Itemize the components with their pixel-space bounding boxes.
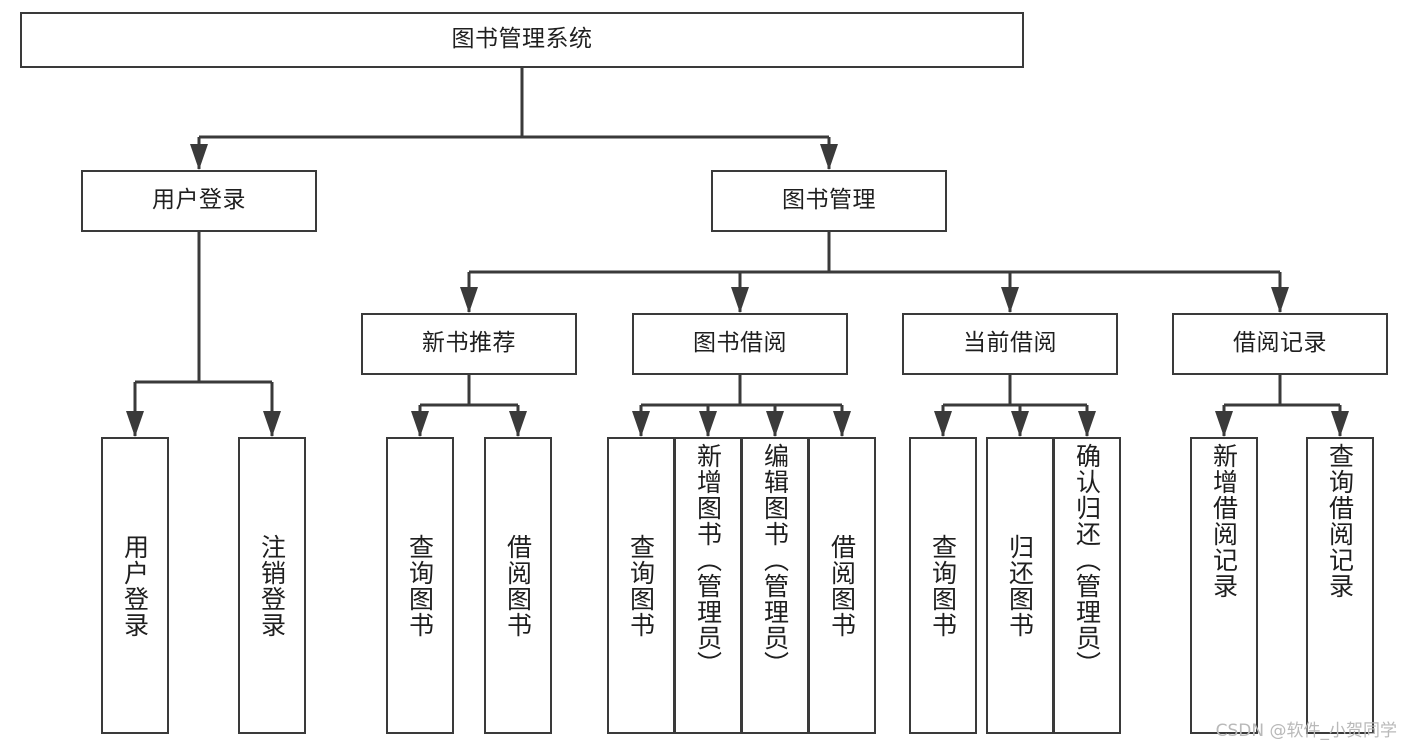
connector-borrow-record-arrowhead-1 [1331,411,1349,437]
node-label-new-book-rec: 新书推荐 [422,330,516,357]
node-current-borrow: 当前借阅 [902,313,1118,375]
node-leaf-borrow-edit: 编辑图书（管理员） [741,437,809,734]
node-label-root: 图书管理系统 [451,26,593,53]
connector-book-manage-arrowhead-1 [731,287,749,313]
node-root: 图书管理系统 [20,12,1024,68]
connector-current-borrow-arrowhead-2 [1078,411,1096,437]
connector-book-manage-arrowhead-2 [1001,287,1019,313]
node-label-leaf-cur-return: 归还图书 [1005,533,1035,638]
node-leaf-borrow-query: 查询图书 [607,437,675,734]
node-label-leaf-rec-add: 新增借阅记录 [1209,443,1239,599]
node-book-borrow: 图书借阅 [632,313,848,375]
node-leaf-user-logout: 注销登录 [238,437,306,734]
node-borrow-record: 借阅记录 [1172,313,1388,375]
connector-root-arrowhead-0 [190,144,208,170]
connector-user-login-arrowhead-0 [126,411,144,437]
node-leaf-user-login: 用户登录 [101,437,169,734]
connector-current-borrow-arrowhead-1 [1011,411,1029,437]
node-label-leaf-rec-query: 查询图书 [405,533,435,638]
node-leaf-rec-query: 查询图书 [386,437,454,734]
node-label-leaf-rec-search: 查询借阅记录 [1325,443,1355,599]
node-leaf-cur-return: 归还图书 [986,437,1054,734]
node-label-leaf-rec-borrow: 借阅图书 [503,533,533,638]
node-label-leaf-user-login: 用户登录 [120,533,150,638]
connector-user-login-arrowhead-1 [263,411,281,437]
node-label-leaf-borrow-edit: 编辑图书（管理员） [760,443,790,677]
connector-book-borrow-arrowhead-2 [766,411,784,437]
node-label-leaf-borrow-query: 查询图书 [626,533,656,638]
node-user-login: 用户登录 [81,170,317,232]
node-label-user-login: 用户登录 [152,187,246,214]
node-leaf-rec-search: 查询借阅记录 [1306,437,1374,734]
node-leaf-cur-confirm: 确认归还（管理员） [1053,437,1121,734]
connector-book-borrow-arrowhead-0 [632,411,650,437]
connector-new-book-rec-arrowhead-1 [509,411,527,437]
node-leaf-borrow-add: 新增图书（管理员） [674,437,742,734]
node-label-leaf-user-logout: 注销登录 [257,533,287,638]
node-label-current-borrow: 当前借阅 [963,330,1057,357]
node-label-book-borrow: 图书借阅 [693,330,787,357]
node-leaf-borrow-do: 借阅图书 [808,437,876,734]
node-label-borrow-record: 借阅记录 [1233,330,1327,357]
connector-book-manage-arrowhead-3 [1271,287,1289,313]
node-book-manage: 图书管理 [711,170,947,232]
connector-book-borrow-arrowhead-3 [833,411,851,437]
connector-book-borrow-arrowhead-1 [699,411,717,437]
node-leaf-cur-query: 查询图书 [909,437,977,734]
node-leaf-rec-add: 新增借阅记录 [1190,437,1258,734]
connector-root-arrowhead-1 [820,144,838,170]
connector-current-borrow-arrowhead-0 [934,411,952,437]
node-label-leaf-cur-query: 查询图书 [928,533,958,638]
connector-new-book-rec-arrowhead-0 [411,411,429,437]
node-label-leaf-borrow-do: 借阅图书 [827,533,857,638]
node-label-leaf-cur-confirm: 确认归还（管理员） [1072,443,1102,677]
node-label-leaf-borrow-add: 新增图书（管理员） [693,443,723,677]
connector-book-manage-arrowhead-0 [460,287,478,313]
connector-borrow-record-arrowhead-0 [1215,411,1233,437]
node-new-book-rec: 新书推荐 [361,313,577,375]
node-leaf-rec-borrow: 借阅图书 [484,437,552,734]
node-label-book-manage: 图书管理 [782,187,876,214]
